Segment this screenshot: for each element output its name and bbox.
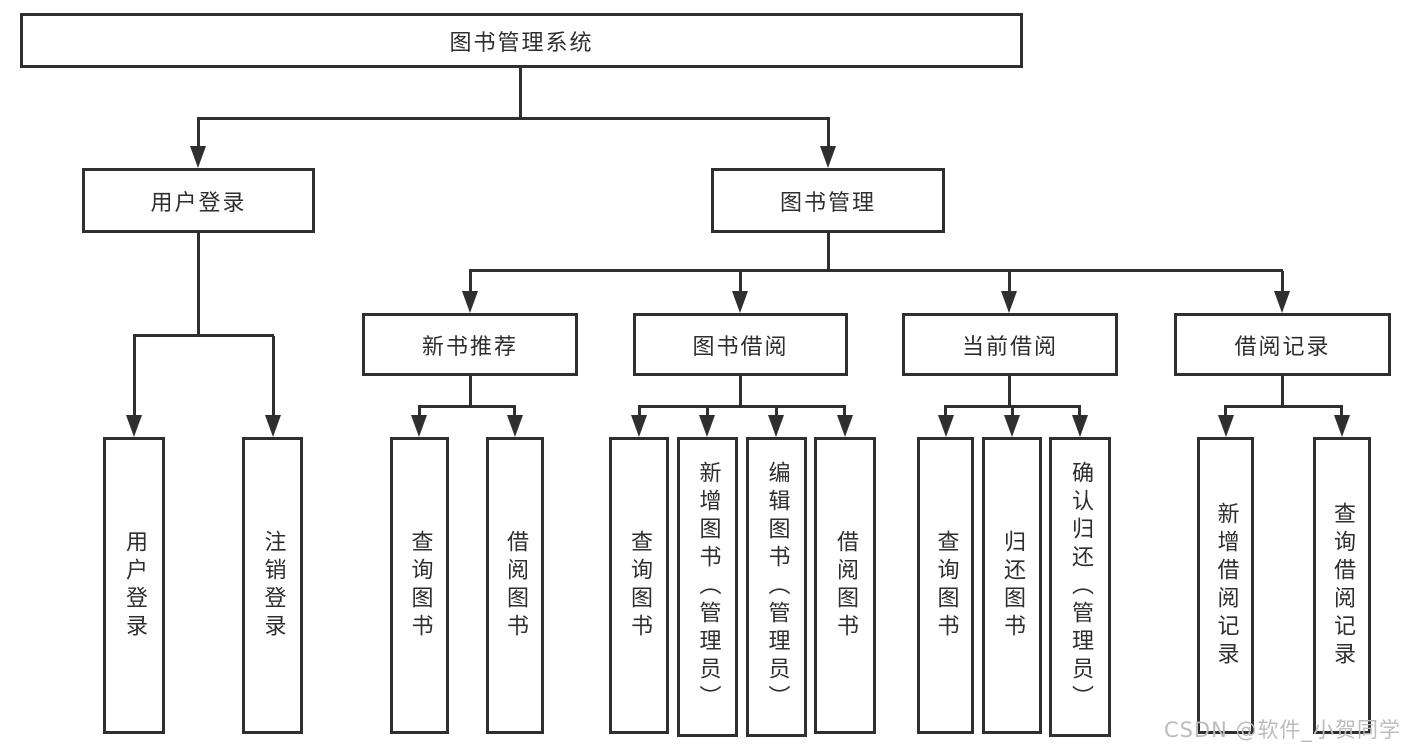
connector-stem	[1224, 407, 1227, 417]
connector-stem	[775, 407, 778, 417]
arrowhead-leaf	[1072, 415, 1088, 437]
arrowhead-leaf	[631, 415, 647, 437]
arrowhead-leaf	[837, 415, 853, 437]
leaf-label: 借阅图书	[503, 529, 528, 642]
leaf-label: 新增借阅记录	[1213, 501, 1239, 670]
connector-book-mgmt-down	[827, 233, 830, 271]
leaf-label: 查询图书	[933, 529, 959, 642]
connector-book-borrow-hline	[638, 405, 846, 408]
connector-root-stub	[519, 68, 522, 118]
connector-stem	[638, 407, 641, 417]
connector-current-borrow-stem	[1008, 271, 1011, 293]
connector-borrow-records-down	[1281, 376, 1284, 407]
leaf-label: 查询图书	[627, 529, 652, 642]
arrowhead-current-borrow	[1001, 291, 1017, 313]
connector-stem	[1011, 407, 1014, 417]
leaf-label: 借阅图书	[833, 529, 858, 642]
connector-stem	[418, 407, 421, 417]
arrowhead-new-books	[462, 291, 478, 313]
arrowhead-borrow-records	[1274, 291, 1290, 313]
node-book-mgmt: 图书管理	[711, 168, 945, 233]
connector-l1-hline	[197, 117, 830, 120]
arrowhead-leaf	[1334, 415, 1350, 437]
leaf-borrow-books: 借阅图书	[814, 437, 876, 734]
connector-user-login-hline	[133, 334, 274, 337]
connector-current-borrow-hline	[944, 405, 1081, 408]
connector-book-borrow-down	[739, 376, 742, 407]
leaf-query-borrow-record: 查询借阅记录	[1313, 437, 1371, 734]
csdn-watermark: CSDN @软件_小贺同学	[1163, 718, 1401, 742]
leaf-label: 编辑图书（管理员）	[764, 461, 790, 713]
node-root: 图书管理系统	[20, 13, 1023, 68]
leaf-label: 归还图书	[1000, 529, 1025, 642]
arrowhead-user-login	[190, 146, 206, 168]
connector-borrow-records-stem	[1281, 271, 1284, 293]
leaf-label: 查询图书	[407, 529, 433, 642]
leaf-query-books-current: 查询图书	[917, 437, 974, 734]
connector-stem	[1340, 407, 1343, 417]
node-book-borrow: 图书借阅	[633, 313, 848, 376]
node-borrow-records-label: 借阅记录	[1234, 334, 1331, 360]
connector-stem	[843, 407, 846, 417]
leaf-add-books-admin: 新增图书（管理员）	[677, 437, 738, 737]
arrowhead-leaf	[938, 415, 954, 437]
leaf-label: 新增图书（管理员）	[695, 461, 721, 713]
node-user-login-label: 用户登录	[150, 190, 247, 216]
leaf-user-login-label: 用户登录	[122, 529, 147, 642]
arrowhead-book-borrow	[732, 291, 748, 313]
connector-book-mgmt-stem	[827, 117, 830, 147]
leaf-label: 确认归还（管理员）	[1068, 461, 1093, 713]
node-new-books: 新书推荐	[362, 313, 578, 376]
connector-leaf-login-stem	[133, 336, 136, 415]
connector-current-borrow-down	[1008, 376, 1011, 407]
leaf-borrow-books-recommend: 借阅图书	[486, 437, 544, 734]
arrowhead-leaf-login	[126, 415, 142, 437]
connector-new-books-down	[469, 376, 472, 407]
connector-stem	[944, 407, 947, 417]
leaf-query-books-recommend: 查询图书	[390, 437, 449, 734]
leaf-user-login: 用户登录	[103, 437, 165, 734]
arrowhead-book-mgmt	[820, 146, 836, 168]
connector-new-books-hline	[418, 405, 516, 408]
connector-leaf-logout-stem	[272, 336, 275, 415]
connector-user-login-stem	[197, 117, 200, 147]
arrowhead-leaf-logout	[265, 415, 281, 437]
arrowhead-leaf	[1218, 415, 1234, 437]
connector-stem	[1078, 407, 1081, 417]
leaf-add-borrow-record: 新增借阅记录	[1197, 437, 1254, 734]
node-new-books-label: 新书推荐	[421, 334, 518, 360]
connector-new-books-stem	[469, 271, 472, 293]
connector-l2-hline	[469, 269, 1283, 272]
leaf-label: 查询借阅记录	[1330, 501, 1355, 670]
node-book-borrow-label: 图书借阅	[692, 334, 789, 360]
connector-book-borrow-stem	[739, 271, 742, 293]
leaf-logout-label: 注销登录	[260, 529, 286, 642]
arrowhead-leaf	[1004, 415, 1020, 437]
arrowhead-leaf	[699, 415, 715, 437]
leaf-query-books-borrow: 查询图书	[609, 437, 669, 734]
arrowhead-leaf	[507, 415, 523, 437]
leaf-edit-books-admin: 编辑图书（管理员）	[746, 437, 807, 737]
node-user-login: 用户登录	[82, 168, 315, 233]
leaf-return-books: 归还图书	[982, 437, 1042, 734]
node-current-borrow-label: 当前借阅	[961, 334, 1058, 360]
node-current-borrow: 当前借阅	[902, 313, 1118, 376]
leaf-confirm-return-admin: 确认归还（管理员）	[1049, 437, 1111, 737]
connector-stem	[706, 407, 709, 417]
node-book-mgmt-label: 图书管理	[779, 190, 876, 216]
leaf-logout: 注销登录	[242, 437, 303, 734]
connector-stem	[513, 407, 516, 417]
node-root-label: 图书管理系统	[449, 30, 594, 56]
arrowhead-leaf	[768, 415, 784, 437]
connector-borrow-records-hline	[1224, 405, 1343, 408]
arrowhead-leaf	[411, 415, 427, 437]
node-borrow-records: 借阅记录	[1174, 313, 1391, 376]
connector-user-login-down	[197, 233, 200, 336]
